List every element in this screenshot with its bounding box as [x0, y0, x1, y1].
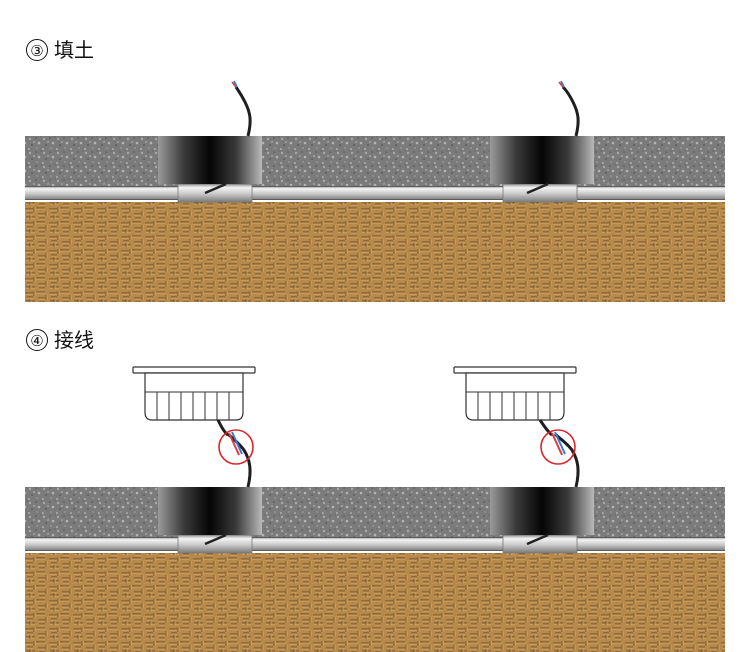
step-4-number: ④: [26, 329, 48, 351]
step-4-label: 接线: [54, 328, 94, 352]
wiring-diagram: [25, 366, 725, 652]
pipe: [25, 186, 725, 200]
gravel-layer: [25, 136, 725, 188]
step-3-title: ③ 填土: [26, 38, 94, 62]
highlight-circle-icon: [218, 429, 254, 465]
fixture-cover-icon: [453, 366, 577, 456]
soil-layer: [25, 553, 725, 652]
pipe-joint: [177, 183, 578, 203]
step-4-title: ④ 接线: [26, 328, 94, 352]
step-3-number: ③: [26, 39, 48, 61]
buried-light-icon: [158, 80, 262, 195]
step-3-label: 填土: [54, 38, 94, 62]
pipe-joint: [177, 534, 578, 554]
buried-light-icon: [490, 80, 594, 195]
buried-light-icon: [158, 432, 262, 546]
buried-light-icon: [490, 432, 594, 546]
pipe: [25, 537, 725, 551]
fixture-cover-icon: [132, 366, 256, 456]
highlight-circle-icon: [540, 429, 576, 465]
soil-layer: [25, 202, 725, 302]
backfill-diagram: [25, 80, 725, 302]
gravel-layer: [25, 487, 725, 539]
